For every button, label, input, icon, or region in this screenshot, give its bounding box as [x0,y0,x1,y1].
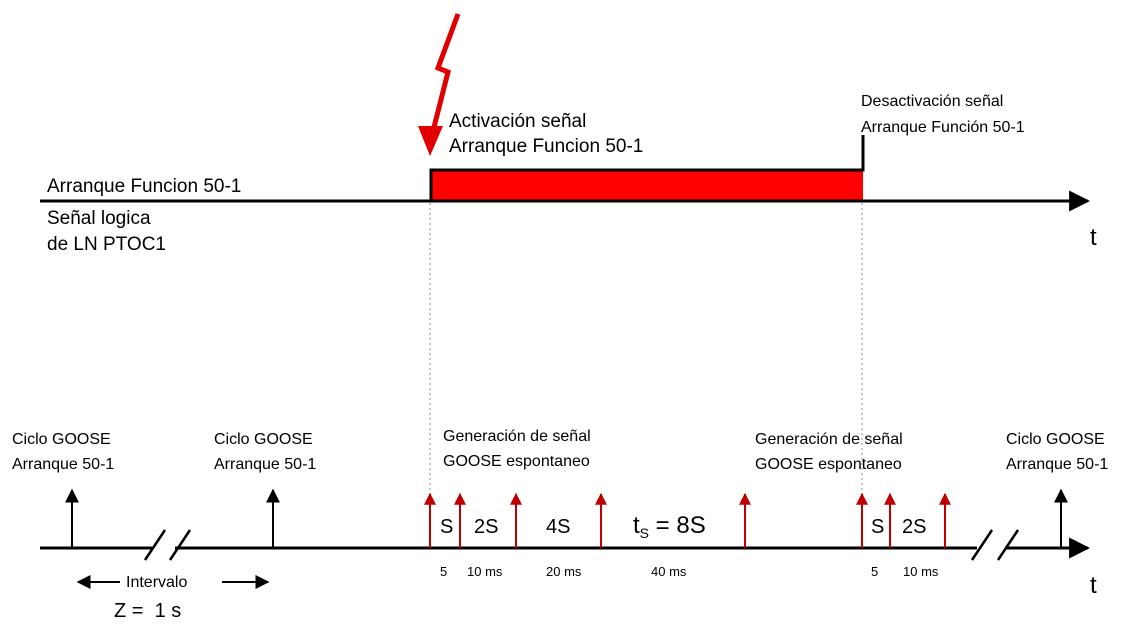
top-timeline: Arranque Funcion 50-1 Señal logica de LN… [40,13,1097,255]
cycle-label-1-line2: Arranque 50-1 [12,456,114,473]
axis-break-mark [970,529,994,561]
trigger-arrowhead-icon [418,126,443,156]
segment-label: 2S [474,516,498,538]
axis-break-mark [143,529,167,561]
segment-label: 2S [902,516,926,538]
cycle-label-1-line1: Ciclo GOOSE [12,431,111,448]
spontaneous-label-1-line2: GOOSE espontaneo [443,453,590,470]
ts-label: tS = 8S [633,512,706,541]
duration-label: 10 ms [903,564,939,579]
segment-label: S [871,516,884,538]
duration-label: 10 ms [467,564,503,579]
signal-name-label: Arranque Funcion 50-1 [47,176,241,197]
deactivation-label-line1: Desactivación señal [861,93,1003,110]
interval-value: Z = 1 s [114,600,181,622]
spontaneous-label-1-line1: Generación de señal [443,428,591,445]
spontaneous-label-2-line1: Generación de señal [755,431,903,448]
signal-pulse-outline [429,135,865,201]
segment-label: S [440,516,453,538]
bottom-timeline: Ciclo GOOSE Arranque 50-1 Ciclo GOOSE Ar… [12,428,1108,622]
deactivation-label-line2: Arranque Función 50-1 [861,119,1025,136]
cycle-label-3-line2: Arranque 50-1 [1006,456,1108,473]
interval-label: Intervalo [126,574,187,591]
duration-label: 20 ms [546,564,582,579]
guide-lines [429,203,863,495]
duration-label: 5 [871,564,878,579]
axis-break-mark [168,529,192,561]
cycle-label-3-line1: Ciclo GOOSE [1006,431,1105,448]
cycle-label-2-line2: Arranque 50-1 [214,456,316,473]
activation-label-line1: Activación señal [449,111,586,132]
trigger-lightning-icon [427,13,461,144]
signal-active-block [431,170,863,201]
top-axis-t-label: t [1090,224,1097,251]
axis-break-mark [996,529,1020,561]
signal-source-line1: Señal logica [47,208,151,229]
spontaneous-label-2-line2: GOOSE espontaneo [755,456,902,473]
activation-label-line2: Arranque Funcion 50-1 [449,136,643,157]
duration-label: 40 ms [651,564,687,579]
bottom-axis-t-label: t [1090,572,1097,599]
signal-source-line2: de LN PTOC1 [47,234,166,255]
duration-label: 5 [440,564,447,579]
segment-label: 4S [546,516,570,538]
cycle-label-2-line1: Ciclo GOOSE [214,431,313,448]
